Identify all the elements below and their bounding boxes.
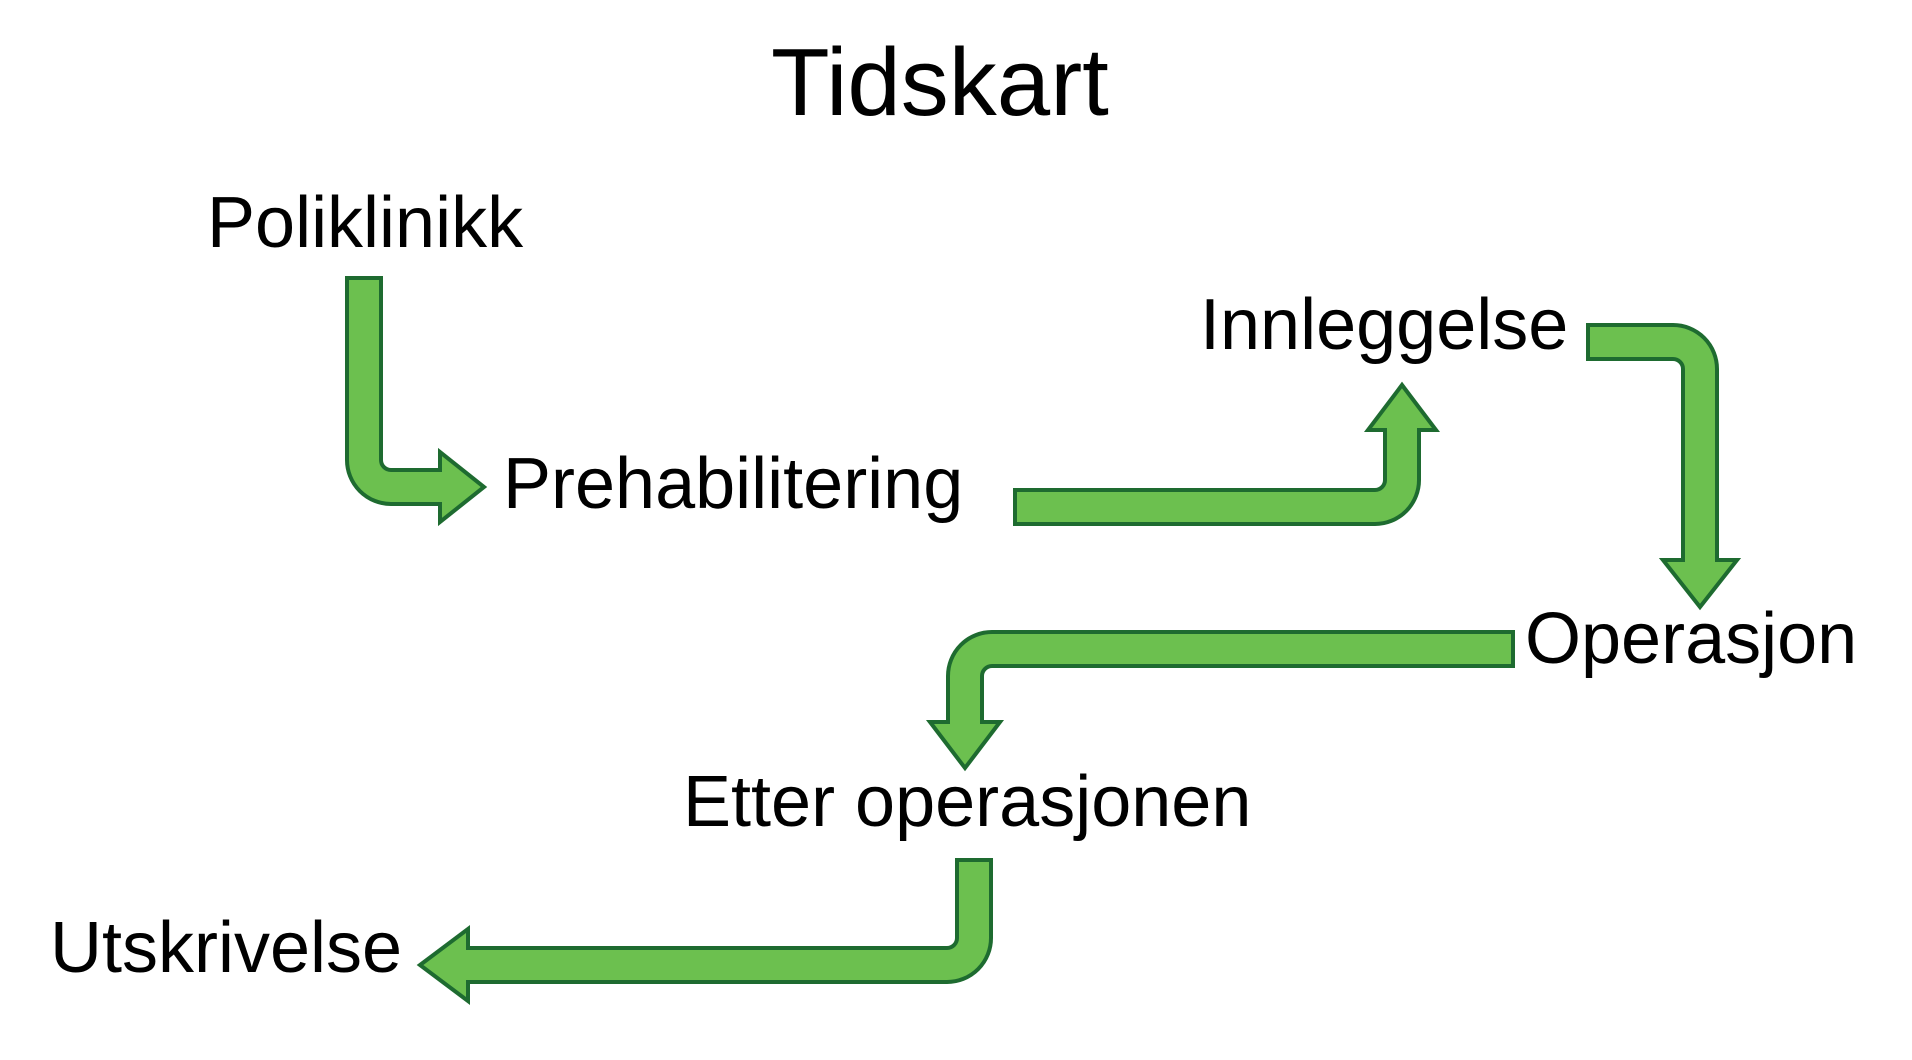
arrow-operasjon-to-etter-operasjonen bbox=[925, 630, 1515, 772]
page-title: Tidskart bbox=[771, 29, 1109, 136]
node-label-etter-operasjonen: Etter operasjonen bbox=[683, 762, 1252, 842]
arrow-poliklinikk-to-prehabilitering bbox=[345, 276, 488, 527]
arrow-prehabilitering-to-innleggelse bbox=[1013, 381, 1441, 526]
node-label-prehabilitering: Prehabilitering bbox=[503, 444, 964, 524]
arrow-innleggelse-to-operasjon bbox=[1586, 323, 1742, 611]
arrow-etter-operasjonen-to-utskrivelse bbox=[416, 858, 993, 1005]
node-label-poliklinikk: Poliklinikk bbox=[207, 183, 524, 263]
node-label-innleggelse: Innleggelse bbox=[1200, 285, 1569, 365]
node-label-operasjon: Operasjon bbox=[1525, 599, 1858, 679]
node-label-utskrivelse: Utskrivelse bbox=[50, 908, 403, 988]
